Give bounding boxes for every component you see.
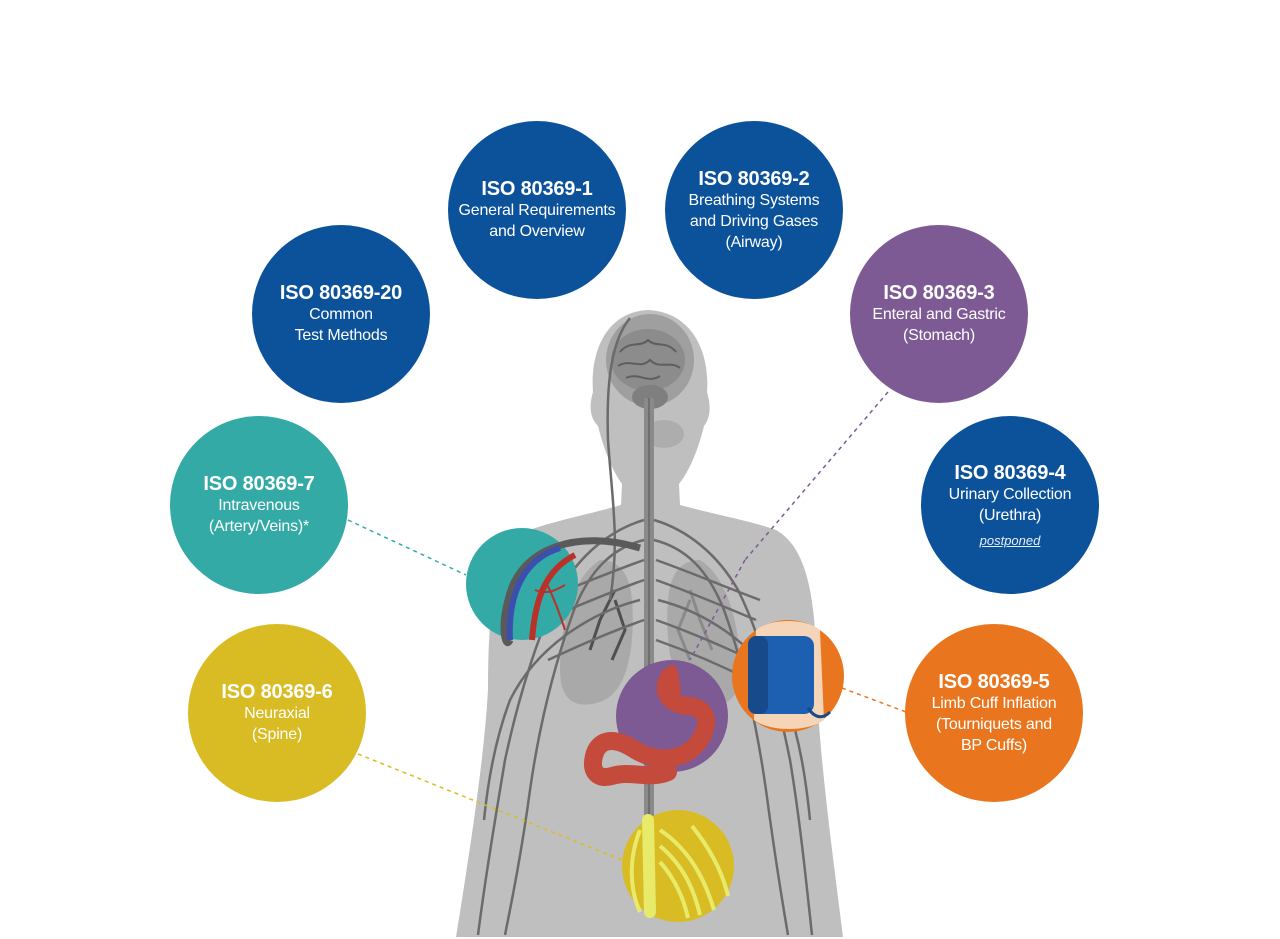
standard-description-line: (Tourniquets and <box>936 715 1052 733</box>
standard-circle-80369-6: ISO 80369-6 Neuraxial (Spine) <box>188 624 366 802</box>
standard-description-line: (Spine) <box>251 726 303 743</box>
standard-description-line: BP Cuffs) <box>960 736 1028 754</box>
standard-code: ISO 80369-20 <box>279 282 403 304</box>
standard-description-line: and Overview <box>489 223 585 240</box>
stomach-icon <box>584 660 728 786</box>
standard-code: ISO 80369-4 <box>954 462 1066 484</box>
standard-circle-80369-3: ISO 80369-3 Enteral and Gastric (Stomach… <box>850 225 1028 403</box>
leader-line-intravenous <box>347 519 467 576</box>
standard-description-line: (Airway) <box>725 233 783 251</box>
postponed-note: postponed <box>979 533 1041 548</box>
standard-code: ISO 80369-3 <box>883 282 995 304</box>
standard-description-line: Urinary Collection <box>948 486 1072 503</box>
standard-description-line: General Requirements <box>458 202 616 219</box>
standard-description-line: Common <box>309 306 373 323</box>
leader-line-enteral <box>744 391 889 561</box>
standard-code: ISO 80369-5 <box>938 670 1050 693</box>
standard-circle-80369-7: ISO 80369-7 Intravenous (Artery/Veins)* <box>170 416 348 594</box>
standard-description-line: and Driving Gases <box>689 212 819 230</box>
standard-code: ISO 80369-6 <box>221 681 333 703</box>
standard-circle-80369-1: ISO 80369-1 General Requirements and Ove… <box>448 121 626 299</box>
standard-code: ISO 80369-1 <box>481 178 593 200</box>
standard-description-line: Intravenous <box>218 497 300 514</box>
brain-icon <box>611 329 685 409</box>
standard-code: ISO 80369-7 <box>203 473 315 495</box>
standard-code: ISO 80369-2 <box>698 167 810 190</box>
standard-description-line: Limb Cuff Inflation <box>931 694 1057 712</box>
standard-description-line: (Stomach) <box>903 327 975 344</box>
standard-description-line: (Urethra) <box>978 507 1042 524</box>
spine-icon <box>622 810 734 922</box>
standard-description-line: Breathing Systems <box>688 191 820 209</box>
standard-description-line: (Artery/Veins)* <box>208 518 310 535</box>
standard-description-line: Test Methods <box>294 327 388 344</box>
standard-circle-80369-4: ISO 80369-4 Urinary Collection (Urethra)… <box>921 416 1099 594</box>
leader-line-limb-cuff <box>841 687 907 713</box>
standard-description-line: Enteral and Gastric <box>872 306 1006 323</box>
standard-circle-80369-5: ISO 80369-5 Limb Cuff Inflation (Tourniq… <box>905 624 1083 802</box>
standard-circle-80369-20: ISO 80369-20 Common Test Methods <box>252 225 430 403</box>
blood-vessels-icon <box>466 528 642 646</box>
standard-circle-80369-2: ISO 80369-2 Breathing Systems and Drivin… <box>665 121 843 299</box>
standard-description-line: Neuraxial <box>244 705 310 722</box>
bp-cuff-icon <box>732 620 844 732</box>
leader-line-enteral-2 <box>689 559 746 661</box>
